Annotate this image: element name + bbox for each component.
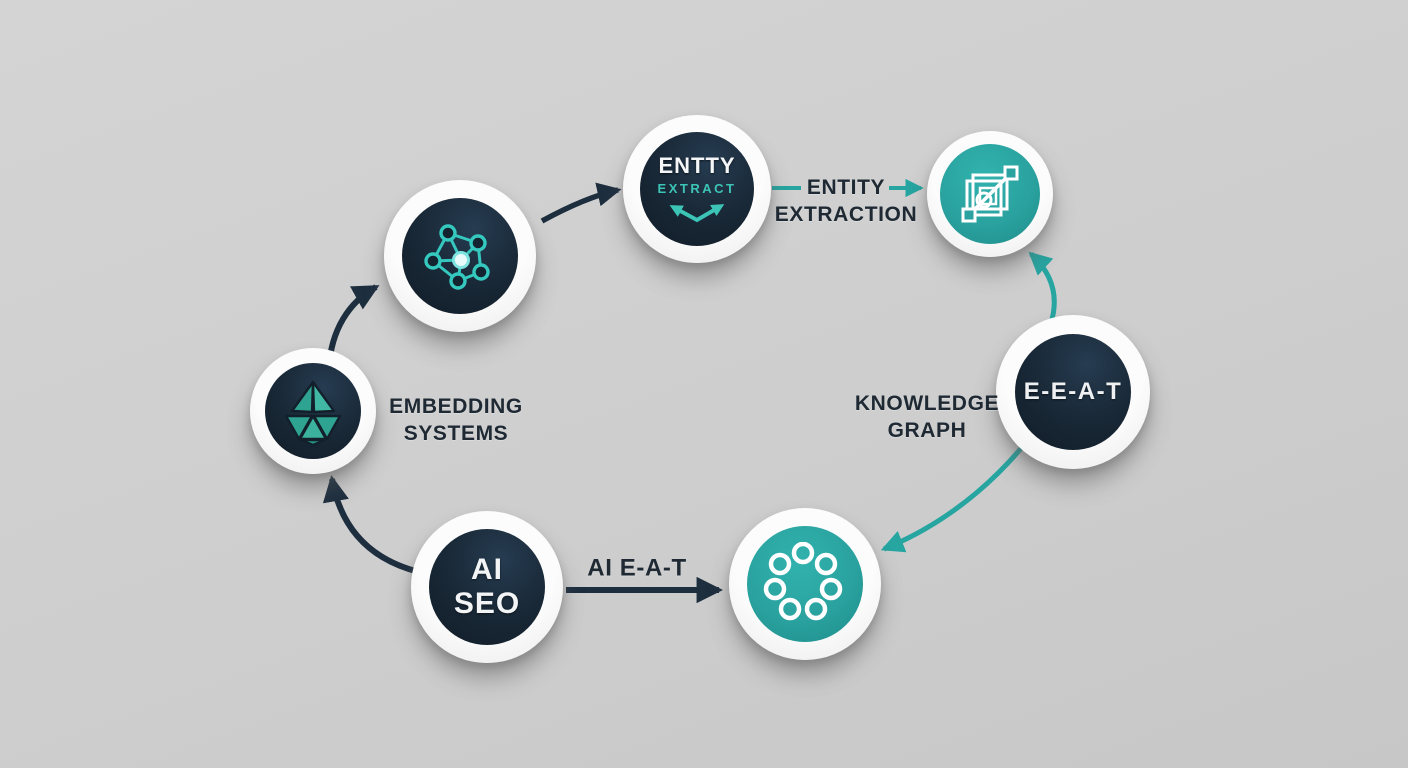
arrow-aiseo-to-gem	[322, 475, 420, 575]
node-network-graph	[384, 180, 536, 332]
dot-ring-cluster-icon	[763, 542, 843, 621]
entity-extraction-label: ENTITY EXTRACTION	[775, 174, 918, 228]
node-entity-extract: ENTTY EXTRACT	[623, 115, 771, 263]
ai-seo-line2: SEO	[453, 587, 521, 620]
node-layered-squares	[927, 131, 1053, 257]
entity-extraction-label-line1: ENTITY	[806, 176, 886, 199]
knowledge-graph-label: KNOWLEDGE GRAPH	[855, 390, 999, 444]
ai-eat-label: AI E-A-T	[587, 554, 687, 582]
embedding-systems-label-line2: SYSTEMS	[403, 422, 509, 445]
faceted-gem-icon	[284, 380, 342, 447]
network-graph-icon	[424, 224, 490, 290]
node-dot-ring	[729, 508, 881, 660]
node-ai-seo: AI SEO	[411, 511, 563, 663]
knowledge-graph-label-line2: GRAPH	[887, 419, 967, 442]
entity-extraction-label-line2: EXTRACTION	[774, 203, 918, 226]
layered-squares-vector-icon	[961, 165, 1019, 223]
embedding-systems-label-line1: EMBEDDING	[389, 395, 523, 418]
entity-node-subtitle: EXTRACT	[657, 180, 737, 196]
double-chevron-arrow-icon	[669, 203, 725, 222]
embedding-systems-label: EMBEDDING SYSTEMS	[389, 393, 523, 447]
entity-node-title: ENTTY	[658, 152, 736, 178]
eeat-node-label: E-E-A-T	[1023, 378, 1123, 405]
arrow-eeat-to-squares	[1028, 251, 1057, 324]
ai-seo-line1: AI	[471, 553, 503, 586]
node-faceted-gem	[250, 348, 376, 474]
knowledge-graph-label-line1: KNOWLEDGE	[854, 392, 1000, 415]
arrow-network-to-entity	[540, 182, 622, 224]
node-eeat: E-E-A-T	[996, 315, 1150, 469]
